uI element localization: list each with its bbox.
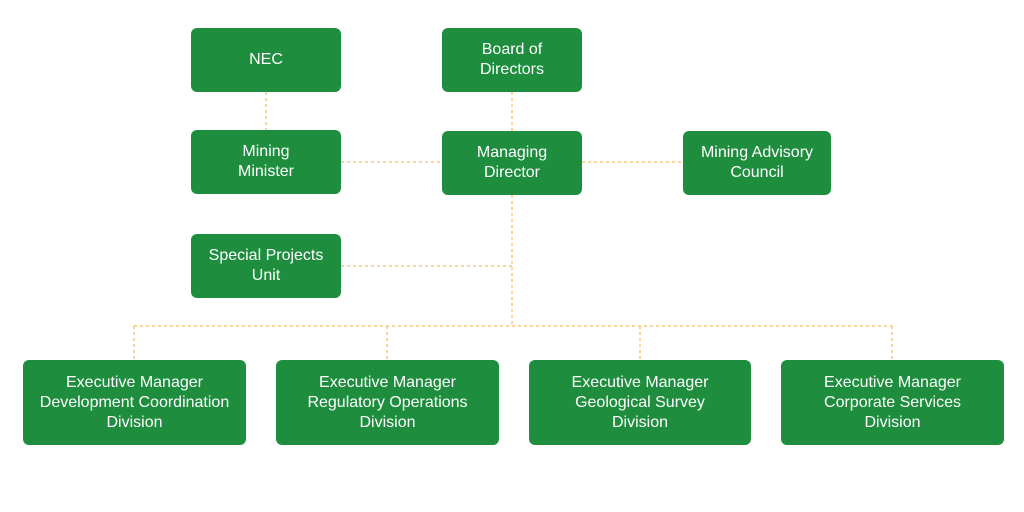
node-nec[interactable]: NEC	[191, 28, 341, 92]
